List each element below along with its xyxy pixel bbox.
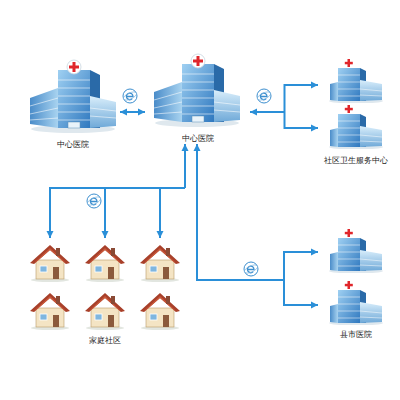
hospital-building xyxy=(329,229,383,274)
node-group: 家庭社区 xyxy=(25,238,185,346)
network-icon xyxy=(256,89,272,103)
arrow-head xyxy=(138,109,145,116)
network-icon xyxy=(243,262,259,276)
node-group: 社区卫生服务中心 xyxy=(318,58,393,166)
connector-line xyxy=(284,280,318,305)
connector-line xyxy=(105,188,185,238)
connector-line xyxy=(197,144,284,280)
network-icon xyxy=(122,89,138,103)
connector-line xyxy=(285,85,319,112)
network-icon xyxy=(86,194,102,208)
connector-line xyxy=(50,188,185,238)
node-group: 中心医院 xyxy=(145,52,250,144)
arrow-head xyxy=(157,231,164,238)
clinic-building xyxy=(329,59,383,104)
hospital-building xyxy=(154,54,240,127)
node-group: 中心医院 xyxy=(25,58,120,150)
node-group: 县市医院 xyxy=(318,226,393,340)
connector xyxy=(120,109,145,116)
hospital-building xyxy=(30,60,116,133)
house xyxy=(85,293,125,330)
connector-line xyxy=(284,252,318,280)
arrow-head xyxy=(311,249,318,256)
arrow-head xyxy=(102,231,109,238)
house xyxy=(140,293,180,330)
connector xyxy=(250,82,318,132)
connector-line xyxy=(160,188,185,238)
arrow-head xyxy=(311,82,318,89)
clinic-building xyxy=(329,105,383,150)
house xyxy=(85,245,125,282)
house xyxy=(30,293,70,330)
node-label: 县市医院 xyxy=(339,330,373,340)
arrow-head xyxy=(311,302,318,309)
arrow-head xyxy=(120,109,127,116)
connector xyxy=(47,144,189,238)
arrow-head xyxy=(311,125,318,132)
arrow-head xyxy=(250,109,257,116)
node-label: 家庭社区 xyxy=(88,336,122,346)
arrow-head xyxy=(47,231,54,238)
node-label: 中心医院 xyxy=(181,134,215,144)
node-label: 中心医院 xyxy=(56,140,90,150)
hospital-building xyxy=(329,281,383,326)
arrow-head xyxy=(194,144,201,151)
connector xyxy=(194,144,319,309)
house xyxy=(30,245,70,282)
house xyxy=(140,245,180,282)
node-label: 社区卫生服务中心 xyxy=(323,156,389,166)
arrow-head xyxy=(182,144,189,151)
